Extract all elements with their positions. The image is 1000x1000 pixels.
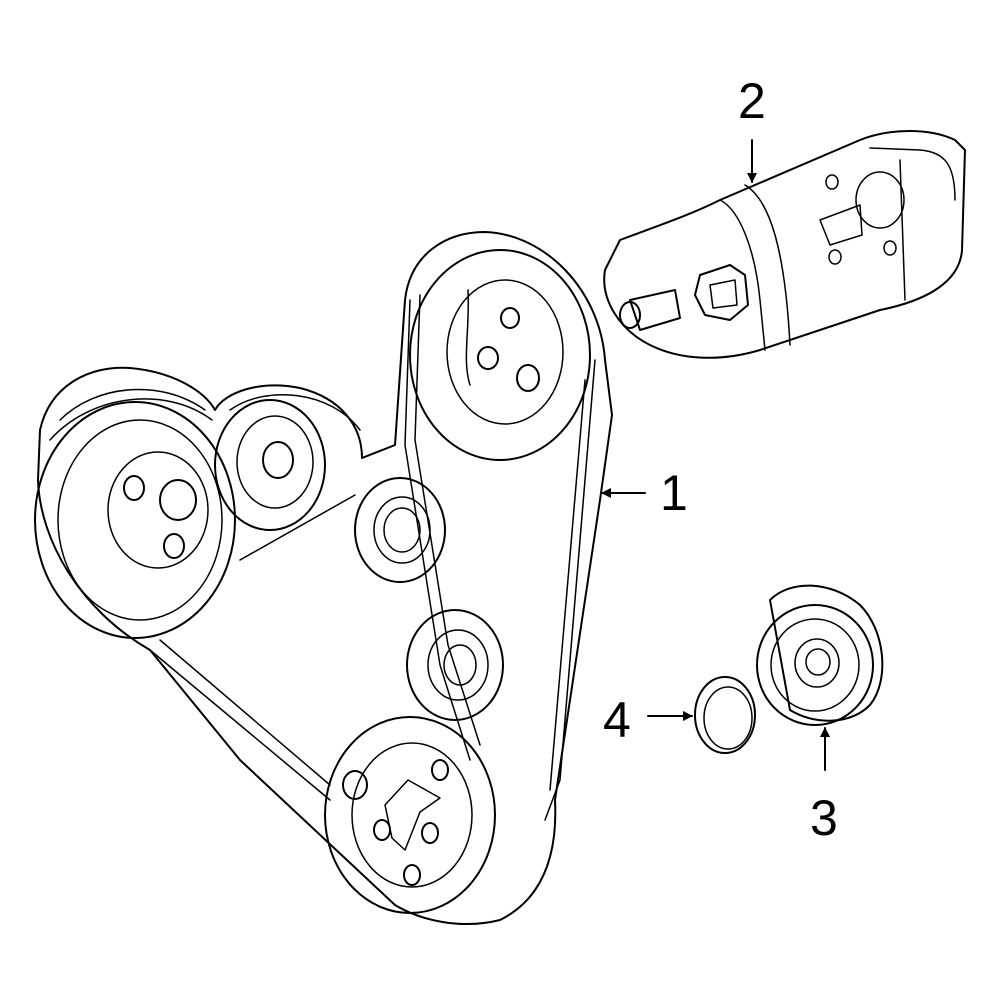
idler-pulley-drawing [756,584,884,726]
dust-cap-drawing [694,676,756,754]
serpentine-belt-highlight [34,231,613,926]
power-steering-pump-drawing [603,130,966,359]
callout-4-label: 4 [603,692,631,748]
callout-3-label: 3 [810,790,838,846]
callout-2-label: 2 [738,73,766,129]
callout-1-label: 1 [660,465,688,521]
